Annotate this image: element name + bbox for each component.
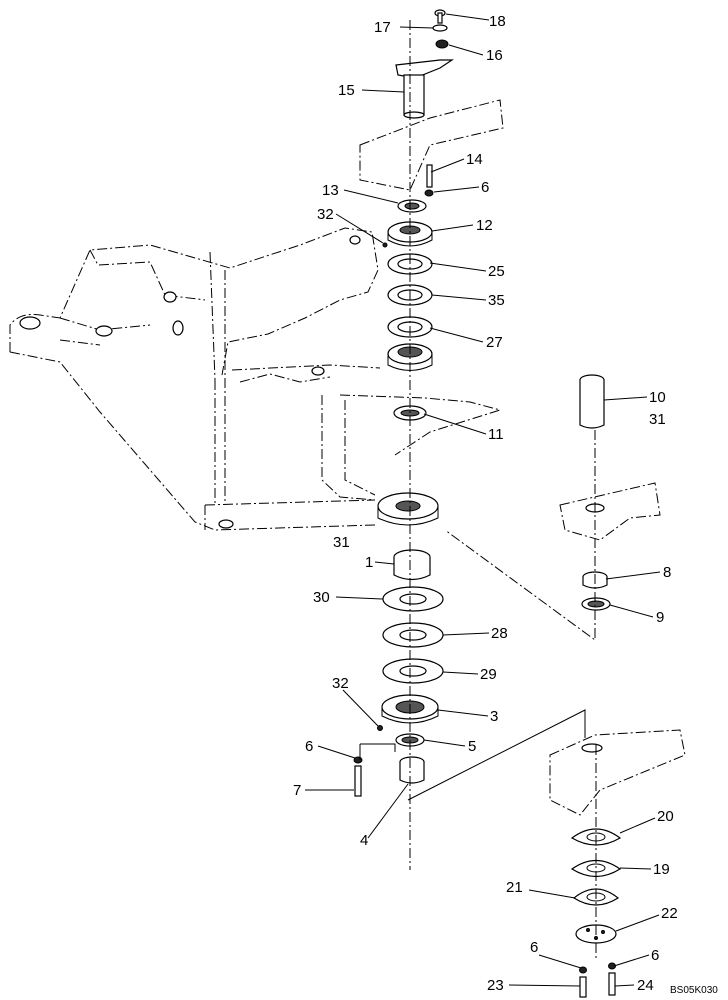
callout-21: 21: [506, 879, 523, 896]
callout-29: 29: [480, 666, 497, 683]
callout-32-a: 32: [317, 206, 334, 223]
callout-12: 12: [476, 217, 493, 234]
right-plate-outline: [559, 482, 661, 541]
callout-1: 1: [365, 554, 373, 571]
callout-6-b: 6: [305, 738, 313, 755]
loader-frame-outline: [9, 227, 502, 531]
shim-28: [382, 622, 444, 648]
lower-plate-outline: [549, 729, 686, 816]
callout-17: 17: [374, 19, 391, 36]
pivot-pin-10: [579, 374, 605, 429]
callout-31-b: 31: [333, 534, 350, 551]
bushing-4: [399, 756, 425, 784]
pin-15: [395, 59, 454, 119]
callout-28: 28: [491, 625, 508, 642]
bolt-18: [434, 9, 446, 24]
upper-plate-outline: [359, 99, 504, 191]
grease-fitting-32: [377, 242, 388, 731]
callout-13: 13: [322, 182, 339, 199]
callout-11: 11: [488, 426, 504, 443]
shim-30: [382, 586, 444, 612]
callout-25: 25: [488, 263, 505, 280]
callout-8: 8: [663, 564, 671, 581]
leader-lines: [305, 13, 661, 987]
callout-14: 14: [466, 151, 483, 168]
bolt-24: [608, 962, 616, 996]
callout-15: 15: [338, 82, 355, 99]
callout-10: 10: [649, 389, 666, 406]
callout-20: 20: [657, 808, 674, 825]
callout-35: 35: [488, 292, 505, 309]
callout-24: 24: [637, 977, 654, 994]
callout-23: 23: [487, 977, 504, 994]
callout-4: 4: [360, 832, 368, 849]
seal-13: [397, 199, 427, 213]
callout-30: 30: [313, 589, 330, 606]
callout-27: 27: [486, 334, 503, 351]
nut-16: [435, 39, 449, 49]
bolt-7: [353, 756, 363, 797]
callout-labels: 18 17 16 15 14 6 13 32 12 25 35 27 10 31…: [293, 13, 718, 996]
drawing-code: BS05K030: [670, 985, 718, 996]
callout-31-a: 31: [649, 411, 666, 428]
callout-16: 16: [486, 47, 503, 64]
callout-6-a: 6: [481, 179, 489, 196]
callout-18: 18: [489, 13, 506, 30]
callout-3: 3: [490, 708, 498, 725]
callout-32-b: 32: [332, 675, 349, 692]
callout-19: 19: [653, 861, 670, 878]
bolt-14: [424, 164, 434, 197]
callout-5: 5: [468, 738, 476, 755]
right-axis: [444, 430, 596, 641]
shim-29: [382, 658, 444, 684]
bushing-1: [393, 549, 431, 581]
washer-17: [432, 24, 448, 32]
callout-6-d: 6: [651, 947, 659, 964]
callout-6-c: 6: [530, 939, 538, 956]
callout-22: 22: [661, 905, 678, 922]
seal-9: [581, 597, 611, 611]
housing-31: [377, 492, 439, 526]
callout-9: 9: [656, 609, 664, 626]
bolt-23: [579, 966, 587, 998]
callout-7: 7: [293, 782, 301, 799]
